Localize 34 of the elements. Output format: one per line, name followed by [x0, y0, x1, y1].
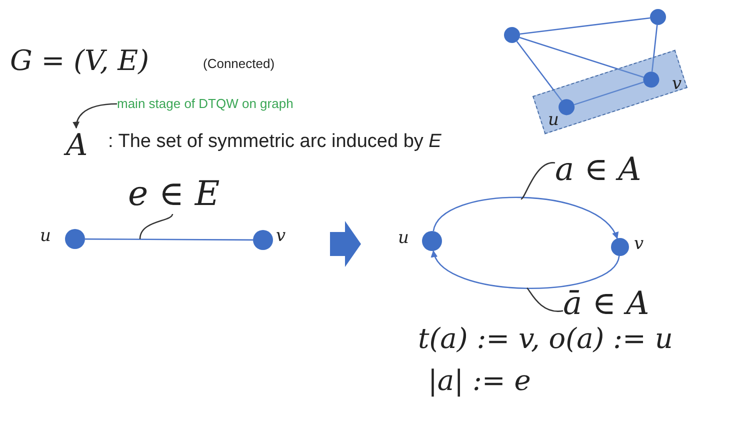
note-text: (Connected)	[203, 56, 275, 71]
arrow	[72, 103, 118, 129]
graph-vertex	[253, 230, 273, 250]
vertex-label: v	[634, 234, 644, 254]
arrow	[432, 250, 620, 289]
annotation-text: main stage of DTQW on graph	[117, 96, 294, 111]
vertex-label: v	[276, 226, 286, 246]
leader-line	[139, 214, 174, 240]
arc-endpoint-formula: t(a) := v, o(a) := u	[418, 322, 673, 355]
graph-vertex	[611, 238, 629, 256]
edge-line	[520, 17, 650, 35]
arc-edge-formula: |a| := e	[428, 364, 531, 397]
definition-text: : The set of symmetric arc induced by E	[108, 131, 442, 153]
math-symbol: a ∈ A	[555, 150, 642, 188]
math-symbol: A	[66, 128, 88, 163]
graph-definition-formula: G = (V, E)	[10, 44, 150, 77]
vertex-label: u	[548, 110, 559, 130]
edge-line	[574, 82, 644, 106]
graph-vertex	[65, 229, 85, 249]
vertex-label: u	[398, 228, 409, 248]
vertex-label: u	[40, 226, 51, 246]
edge-line	[516, 40, 562, 102]
edge-line	[651, 24, 658, 72]
graph-vertex	[504, 27, 520, 43]
vertex-label: v	[672, 74, 682, 94]
edge-line	[519, 36, 644, 78]
graph-vertex	[422, 231, 442, 251]
arrow	[432, 196, 618, 240]
edge-line	[85, 238, 253, 241]
math-symbol: e ∈ E	[128, 174, 220, 214]
math-symbol: ā ∈ A	[563, 284, 650, 322]
leader-line	[520, 162, 556, 200]
graph-vertex	[650, 9, 666, 25]
leader-line	[526, 288, 564, 312]
